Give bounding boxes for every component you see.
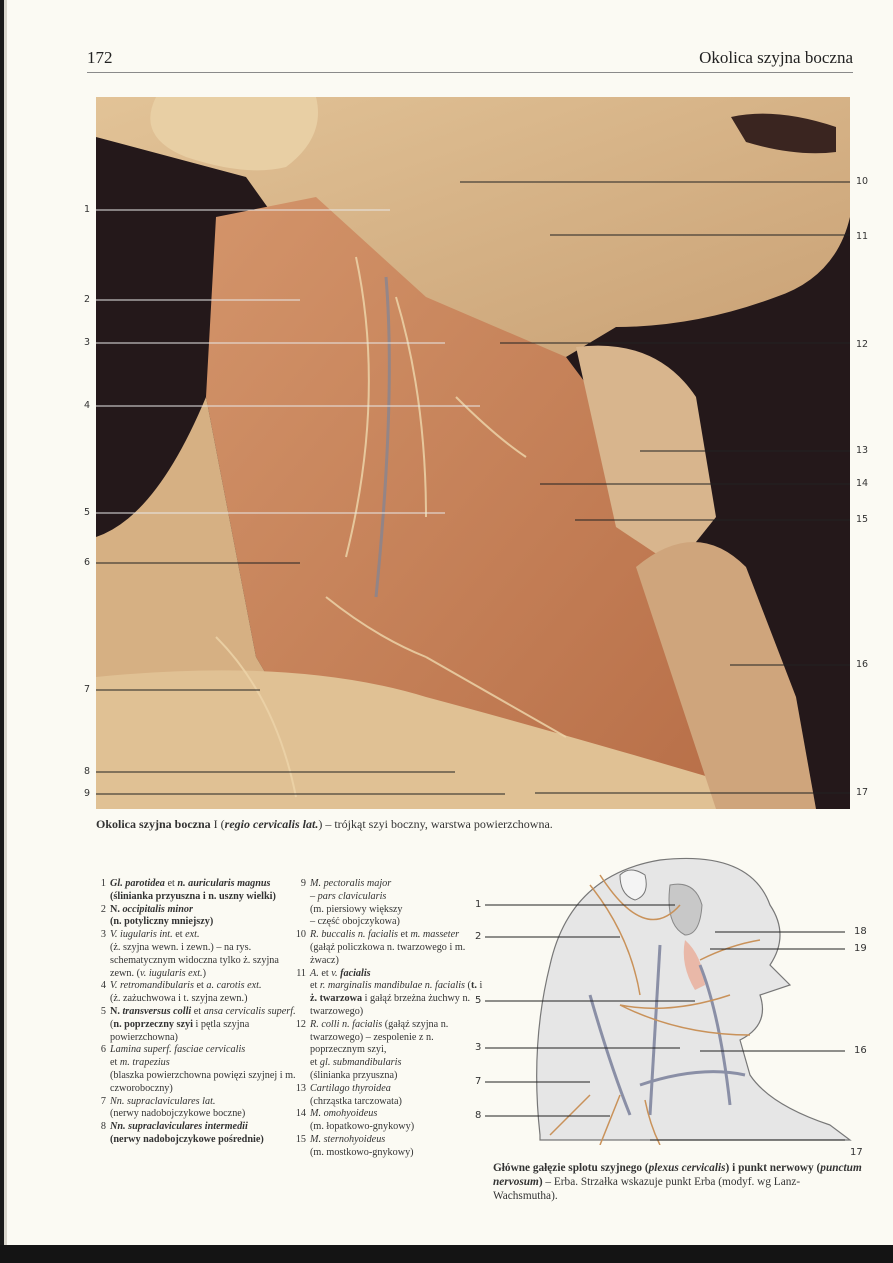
legend-text: V. retromandibularis et a. carotis ext.(… (110, 980, 262, 1005)
page-header: 172 Okolica szyjna boczna (87, 48, 853, 73)
dissection-illustration (96, 97, 850, 809)
caption-latin: regio cervicalis lat. (224, 817, 319, 831)
running-title: Okolica szyjna boczna (699, 48, 853, 67)
diagram-label-5: 5 (475, 995, 482, 1006)
diagram-label-17: 17 (850, 1147, 863, 1158)
caption2-latin: punctum nervosum (493, 1162, 862, 1188)
legend-text: Nn. supraclaviculares lat.(nerwy nadoboj… (110, 1095, 246, 1120)
legend-number: 5 (100, 1005, 106, 1017)
legend-number: 12 (295, 1018, 306, 1030)
legend-item: 10 R. buccalis n. facialis et m. masseter… (292, 929, 487, 967)
caption-number: I ( (210, 817, 225, 831)
caption-description: ) – trójkąt szyi boczny, warstwa powierz… (318, 817, 553, 831)
legend-item: 1 Gl. parotidea et n. auricularis magnus … (92, 878, 297, 904)
legend-number: 7 (100, 1095, 106, 1107)
diagram-label-1: 1 (475, 899, 482, 910)
legend-text: R. buccalis n. facialis et m. masseter(g… (310, 929, 466, 966)
caption2-part: ) (538, 1176, 543, 1188)
schematic-diagram (470, 845, 870, 1146)
legend-text: V. iugularis int. et ext.(ż. szyjna wewn… (110, 929, 279, 979)
diagram-label-16: 16 (854, 1045, 867, 1056)
legend-item: 14 M. omohyoideus(m. łopatkowo-gnykowy) (292, 1108, 487, 1134)
legend-number: 8 (100, 1121, 106, 1133)
page-number: 172 (87, 48, 113, 67)
legend-item: 5 N. transversus colli et ansa cervicalis… (92, 1006, 297, 1044)
diagram-caption: Główne gałęzie splotu szyjnego (plexus c… (493, 1161, 863, 1203)
legend-item: 7 Nn. supraclaviculares lat.(nerwy nadobo… (92, 1096, 297, 1122)
caption2-part: Główne gałęzie splotu szyjnego ( (493, 1162, 649, 1174)
diagram-label-7: 7 (475, 1076, 482, 1087)
diagram-label-3: 3 (475, 1042, 482, 1053)
legend-item: 15 M. sternohyoideus(m. mostkowo-gnykowy) (292, 1134, 487, 1160)
legend-item: 13 Cartilago thyroidea(chrząstka tarczowa… (292, 1083, 487, 1109)
legend-text: Gl. parotidea et n. auricularis magnus (… (110, 878, 276, 902)
photo-caption: Okolica szyjna boczna I (regio cervicali… (96, 817, 656, 832)
legend-item: 9 M. pectoralis major– pars clavicularis(… (292, 878, 487, 929)
caption2-latin: plexus cervicalis (648, 1162, 726, 1174)
legend-item: 8 Nn. supraclaviculares intermedii(nerwy … (92, 1121, 297, 1147)
legend-item: 2 N. occipitalis minor(n. potyliczny mnie… (92, 904, 297, 930)
caption-title: Okolica szyjna boczna (96, 817, 211, 831)
caption2-description: – Erba. Strzałka wskazuje punkt Erba (mo… (493, 1176, 801, 1202)
legend-text: M. sternohyoideus(m. mostkowo-gnykowy) (310, 1133, 414, 1158)
diagram-label-18: 18 (854, 926, 867, 937)
legend-number: 10 (295, 929, 306, 941)
legend-number: 9 (300, 878, 306, 889)
scan-bottom-edge (0, 1245, 893, 1263)
legend-text: N. transversus colli et ansa cervicalis … (110, 1005, 296, 1043)
legend-number: 6 (100, 1044, 106, 1056)
diagram-label-19: 19 (854, 943, 867, 954)
legend-text: M. pectoralis major– pars clavicularis(m… (310, 878, 403, 928)
legend-number: 14 (295, 1108, 306, 1120)
legend-text: M. omohyoideus(m. łopatkowo-gnykowy) (310, 1108, 415, 1133)
legend-item: 12 R. colli n. facialis (gałąź szyjna n. … (292, 1019, 487, 1083)
legend-number: 2 (100, 903, 106, 915)
legend-text: Nn. supraclaviculares intermedii(nerwy n… (110, 1121, 264, 1145)
legend-number: 15 (295, 1133, 306, 1145)
legend-number: 4 (100, 980, 106, 992)
legend-number: 1 (100, 878, 106, 889)
anatomical-photo (96, 97, 850, 809)
legend-text: N. occipitalis minor(n. potyliczny mniej… (110, 903, 214, 928)
caption2-part: ) i punkt nerwowy ( (725, 1162, 821, 1174)
diagram-label-2: 2 (475, 931, 482, 942)
legend-text: Cartilago thyroidea(chrząstka tarczowata… (310, 1082, 402, 1107)
legend-column-1: 1 Gl. parotidea et n. auricularis magnus … (92, 878, 297, 1147)
legend-number: 11 (296, 967, 306, 979)
legend-number: 3 (100, 929, 106, 941)
legend-column-2: 9 M. pectoralis major– pars clavicularis(… (292, 878, 487, 1160)
legend-item: 4 V. retromandibularis et a. carotis ext.… (92, 980, 297, 1006)
diagram-label-8: 8 (475, 1110, 482, 1121)
legend-number: 13 (295, 1082, 306, 1094)
legend-item: 3 V. iugularis int. et ext.(ż. szyjna wew… (92, 929, 297, 980)
cervical-plexus-drawing (485, 857, 852, 1146)
legend-text: R. colli n. facialis (gałąź szyjna n. tw… (310, 1018, 449, 1081)
